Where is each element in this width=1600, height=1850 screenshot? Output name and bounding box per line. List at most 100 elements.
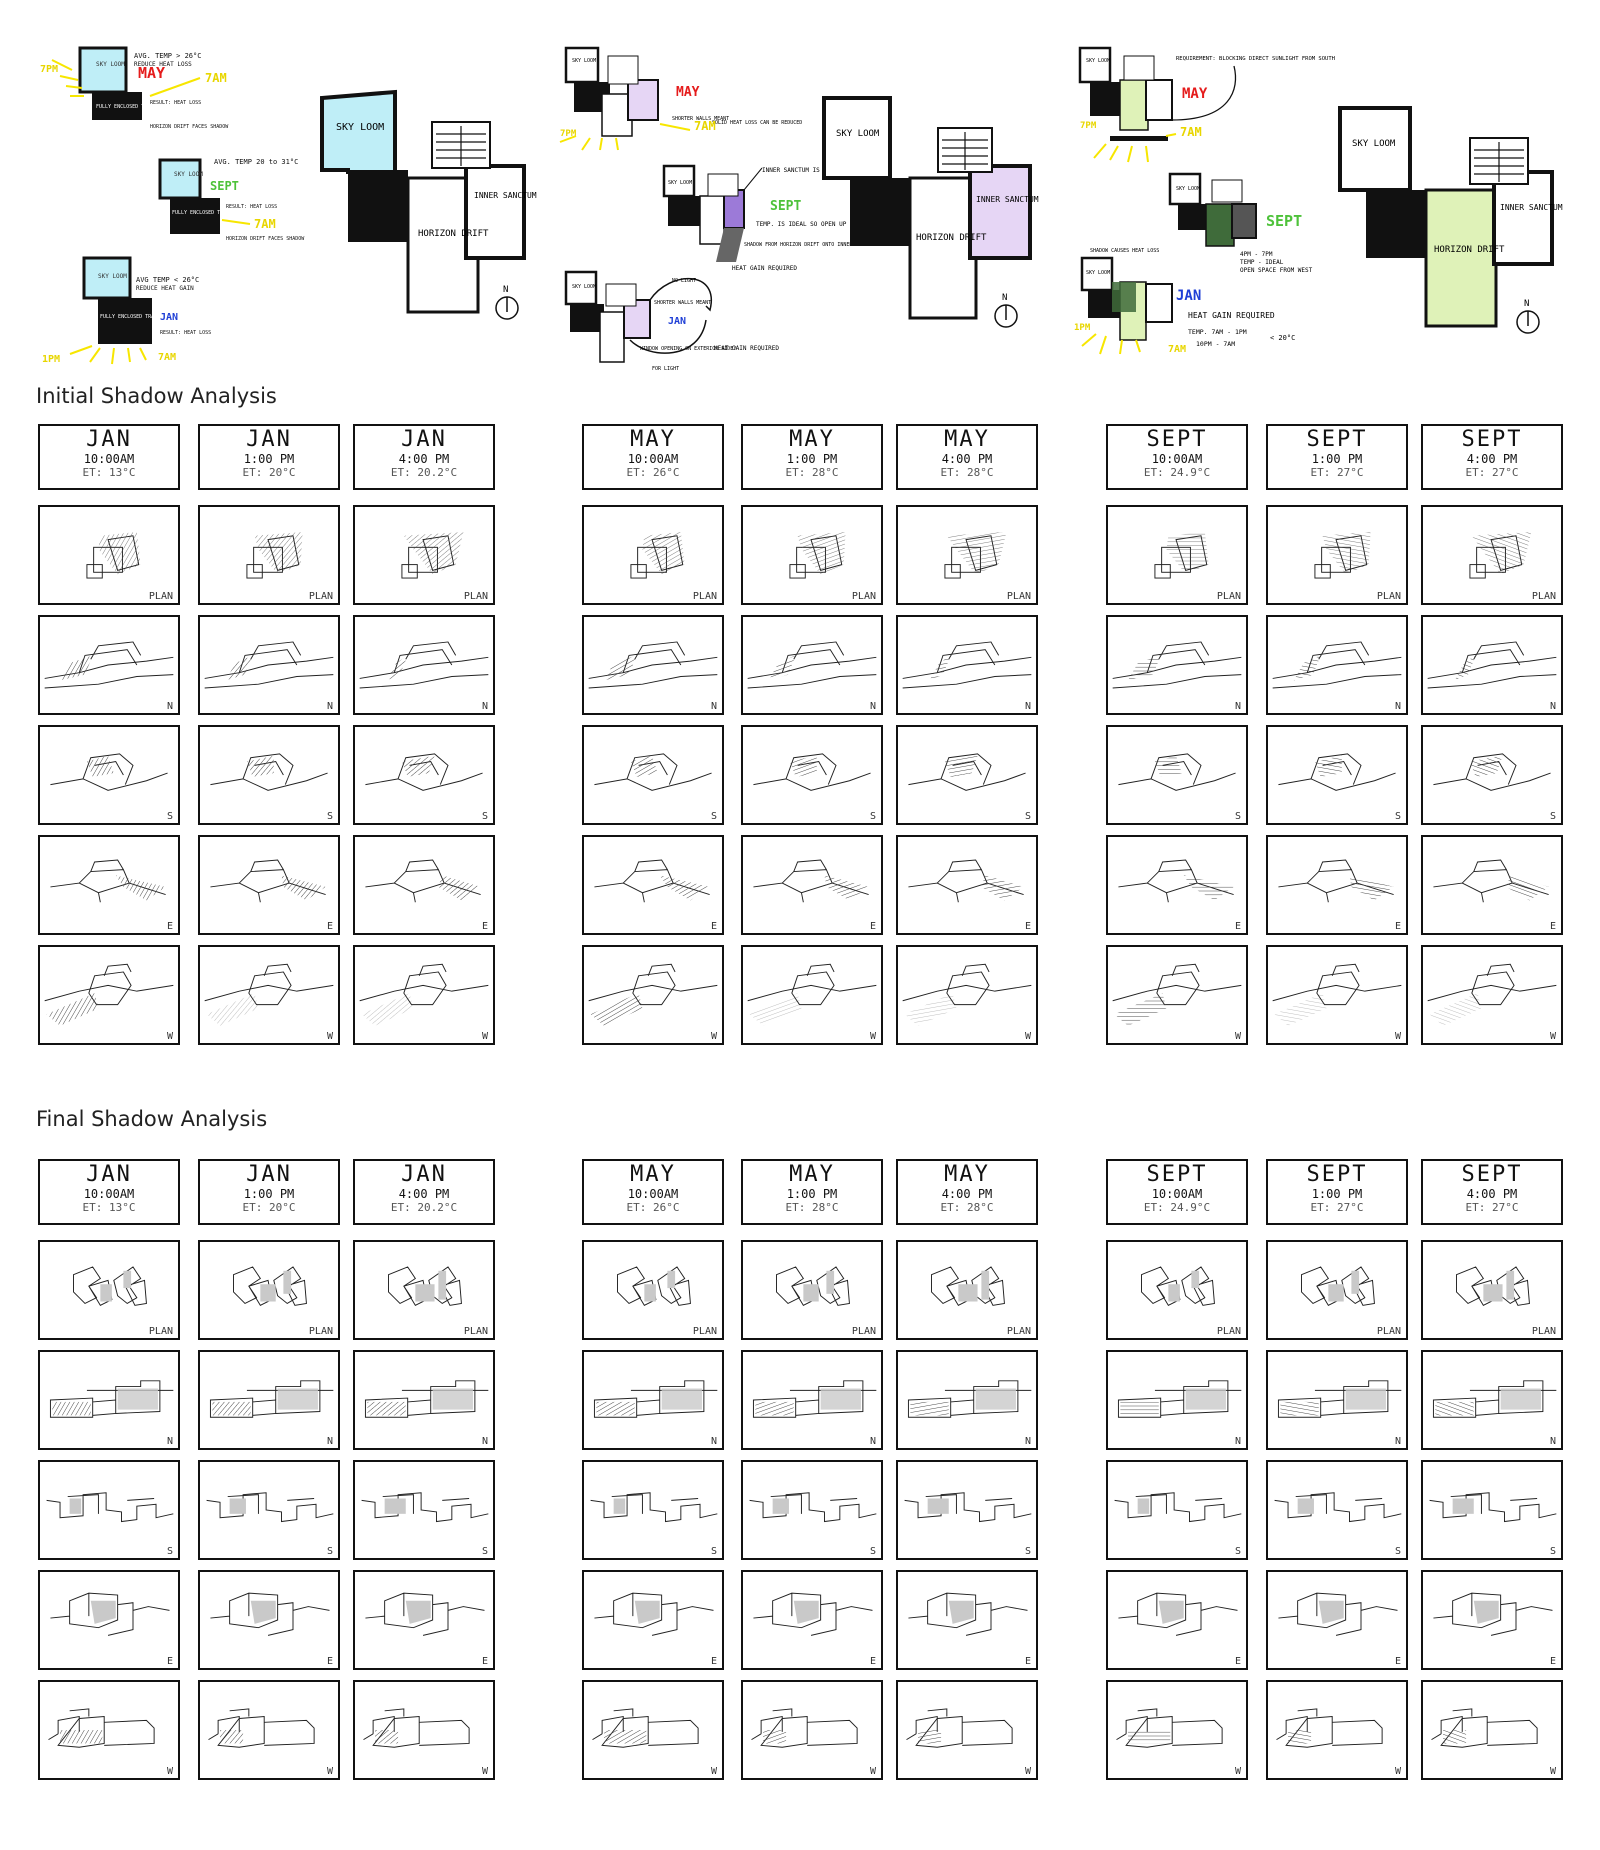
view-label: N bbox=[710, 1436, 717, 1447]
shadow-study-e-cell: E bbox=[353, 835, 495, 935]
header-et: ET: 28°C bbox=[785, 1201, 839, 1214]
d3-jan-sky: SKY LOOM bbox=[1086, 270, 1110, 276]
view-label: PLAN bbox=[308, 591, 333, 602]
shadow-study-w-cell: W bbox=[1266, 1680, 1408, 1780]
shadow-sketch bbox=[630, 531, 685, 579]
shadow-study-w-cell: W bbox=[353, 1680, 495, 1780]
shadow-study-n-cell: N bbox=[1266, 1350, 1408, 1450]
header-et: ET: 13°C bbox=[82, 466, 136, 479]
shadow-study-w-cell: W bbox=[38, 945, 180, 1045]
d2-north-label: N bbox=[1002, 293, 1007, 303]
view-label: N bbox=[1394, 701, 1401, 712]
shadow-sketch bbox=[908, 753, 1026, 791]
header-et: ET: 28°C bbox=[785, 466, 839, 479]
header-month: SEPT bbox=[1461, 1162, 1523, 1187]
shadow-study-s-cell: S bbox=[1106, 1460, 1248, 1560]
shadow-sketch bbox=[1141, 1266, 1215, 1306]
shadow-study-w-cell: W bbox=[1421, 945, 1563, 1045]
shadow-sketch bbox=[359, 641, 489, 689]
d1-north-label: N bbox=[503, 285, 508, 295]
header-month: MAY bbox=[789, 427, 835, 452]
d2-sept-note1: INNER SANCTUM IS CLOSED bbox=[762, 167, 845, 174]
view-label: PLAN bbox=[851, 591, 876, 602]
view-label: E bbox=[166, 1656, 173, 1667]
view-label: N bbox=[1234, 701, 1241, 712]
view-label: E bbox=[710, 1656, 717, 1667]
header-et: ET: 20.2°C bbox=[390, 1201, 458, 1214]
view-label: E bbox=[166, 921, 173, 932]
shadow-sketch bbox=[401, 531, 464, 579]
view-label: S bbox=[869, 811, 876, 822]
shadow-sketch bbox=[944, 531, 1007, 579]
view-label: S bbox=[326, 811, 333, 822]
shadow-sketch bbox=[753, 753, 871, 791]
header-et: ET: 27°C bbox=[1465, 1201, 1519, 1214]
header-et: ET: 27°C bbox=[1310, 466, 1364, 479]
header-et: ET: 28°C bbox=[940, 1201, 994, 1214]
shadow-sketch bbox=[588, 641, 718, 689]
shadow-sketch bbox=[50, 1592, 170, 1636]
shadow-sketch bbox=[1274, 1492, 1402, 1523]
shadow-sketch bbox=[752, 1380, 877, 1418]
header-month: SEPT bbox=[1306, 427, 1368, 452]
d1-horizon-label: HORIZON DRIFT bbox=[418, 229, 489, 239]
d1-jan-note3: RESULT: HEAT LOSS bbox=[160, 330, 211, 336]
header-time: 4:00 PM bbox=[398, 1187, 450, 1201]
view-label: S bbox=[710, 811, 717, 822]
shadow-study-s-cell: S bbox=[353, 1460, 495, 1560]
d2-may-note2: SOLID HEAT LOSS CAN BE REDUCED bbox=[712, 120, 802, 126]
d3-sketch-sept: SKY LOOM SEPT 4PM - 7PM TEMP - IDEAL OPE… bbox=[1168, 172, 1313, 274]
shadow-sketch bbox=[1278, 753, 1396, 791]
shadow-sketch bbox=[1432, 1380, 1557, 1418]
shadow-study-w-cell: W bbox=[896, 1680, 1038, 1780]
d3-jan-note5: < 20°C bbox=[1270, 334, 1295, 342]
shadow-study-e-cell: E bbox=[582, 1570, 724, 1670]
shadow-sketch bbox=[204, 641, 334, 689]
shadow-study-plan-cell: PLAN bbox=[582, 1240, 724, 1340]
d3-jan-note3: TEMP. 7AM - 1PM bbox=[1188, 328, 1247, 336]
d1-sketch-sept: SKY LOOM FULLY ENCLOSED TRANSITION SPACE… bbox=[158, 158, 305, 242]
shadow-study-e-cell: E bbox=[1266, 1570, 1408, 1670]
shadow-study-e-cell: E bbox=[1106, 1570, 1248, 1670]
view-label: W bbox=[326, 1031, 333, 1042]
shadow-study-plan-cell: PLAN bbox=[38, 505, 180, 605]
header-et: ET: 27°C bbox=[1465, 466, 1519, 479]
shadow-sketch bbox=[594, 753, 712, 791]
shadow-sketch bbox=[1433, 859, 1549, 903]
d1-may-month: MAY bbox=[138, 64, 165, 82]
shadow-study-plan-cell: PLAN bbox=[1266, 505, 1408, 605]
shadow-sketch bbox=[44, 641, 174, 689]
shadow-sketch bbox=[361, 1492, 489, 1523]
header-et: ET: 26°C bbox=[626, 466, 680, 479]
header-month: MAY bbox=[630, 427, 676, 452]
shadow-study-plan-cell: PLAN bbox=[198, 505, 340, 605]
shadow-study-s-cell: S bbox=[741, 725, 883, 825]
view-label: S bbox=[869, 1546, 876, 1557]
shadow-sketch bbox=[931, 1266, 1005, 1306]
shadow-sketch bbox=[617, 1266, 691, 1306]
shadow-sketch bbox=[908, 859, 1024, 903]
view-label: S bbox=[481, 811, 488, 822]
header-time: 1:00 PM bbox=[1311, 452, 1363, 466]
d1-may-fully-label: FULLY ENCLOSED TRANSITION SPACE bbox=[96, 104, 189, 110]
shadow-study-plan-cell: PLAN bbox=[896, 1240, 1038, 1340]
shadow-sketch bbox=[49, 1380, 174, 1418]
d1-sept-note1: AVG. TEMP 20 to 31°C bbox=[214, 158, 298, 166]
view-label: S bbox=[1549, 811, 1556, 822]
view-label: N bbox=[1024, 1436, 1031, 1447]
header-time: 1:00 PM bbox=[786, 452, 838, 466]
d1-sept-sky-label: SKY LOOM bbox=[174, 171, 203, 178]
view-label: E bbox=[1394, 921, 1401, 932]
d1-jan-note1: AVG TEMP < 26°C bbox=[136, 276, 199, 284]
shadow-sketch bbox=[388, 1266, 462, 1306]
view-label: N bbox=[1549, 701, 1556, 712]
shadow-study-e-cell: E bbox=[741, 835, 883, 935]
shadow-sketch bbox=[1118, 859, 1234, 903]
header-et: ET: 27°C bbox=[1310, 1201, 1364, 1214]
shadow-sketch bbox=[1112, 963, 1242, 1026]
shadow-study-s-cell: S bbox=[353, 725, 495, 825]
